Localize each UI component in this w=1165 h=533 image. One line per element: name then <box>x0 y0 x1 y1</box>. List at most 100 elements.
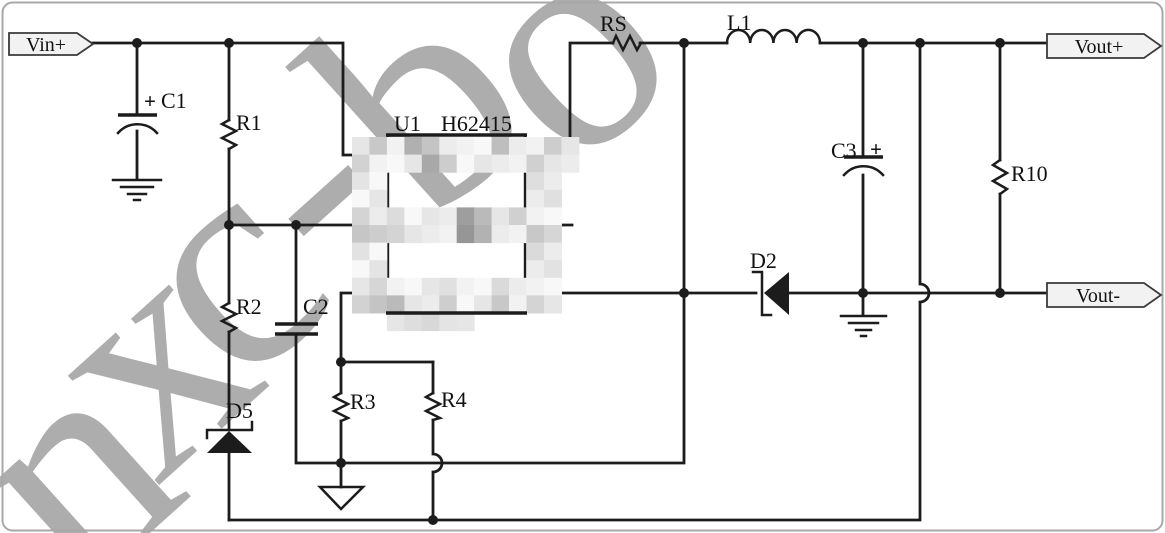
mosaic-cell <box>509 207 527 226</box>
r2-label: R2 <box>236 294 262 319</box>
mosaic-cell <box>544 172 562 191</box>
mosaic-cell <box>421 207 440 226</box>
mosaic-cell <box>474 154 493 173</box>
port-vout-minus: Vout- <box>1046 282 1163 308</box>
mosaic-cell <box>386 225 405 244</box>
mosaic-cell <box>491 295 510 314</box>
mosaic-cell <box>526 295 545 314</box>
mosaic-cell <box>369 154 388 173</box>
mosaic-cell <box>456 137 475 156</box>
vout-plus-tag-label: Vout+ <box>1075 36 1124 58</box>
c2-label: C2 <box>303 294 329 319</box>
mosaic-cell <box>526 242 545 261</box>
mosaic-cell <box>386 207 405 226</box>
mosaic-cell <box>491 277 510 296</box>
junction-dot <box>428 515 438 525</box>
labels: + C1 R1 R2 C2 D5 R3 R4 U1 H62415 RS L1 C… <box>144 10 1048 423</box>
r10-label: R10 <box>1011 161 1048 186</box>
u1-designator: U1 <box>394 111 421 136</box>
mosaic-cell <box>456 277 475 296</box>
mosaic-cell <box>404 225 423 244</box>
mosaic-cell <box>526 189 545 208</box>
mosaic-cell <box>404 313 423 332</box>
mosaic-cell <box>369 172 388 191</box>
r2-zigzag <box>219 301 239 334</box>
wire-c2-gnd-bus <box>294 41 686 465</box>
junction-dot <box>224 38 234 48</box>
mosaic-cell <box>404 154 423 173</box>
junction-dot <box>336 458 346 468</box>
mosaic-cell <box>509 154 527 173</box>
c1-label: C1 <box>161 88 187 113</box>
r10-zigzag <box>990 158 1010 196</box>
component-r3 <box>331 391 351 423</box>
component-r1 <box>219 118 239 151</box>
mosaic-cell <box>509 137 527 156</box>
d5-zener-cathode-bar <box>205 420 254 440</box>
wire-r4-leads-hop <box>431 360 444 522</box>
mosaic-cell <box>352 295 370 314</box>
mosaic-cell <box>386 154 405 173</box>
component-u1 <box>352 133 580 332</box>
d2-anode-triangle <box>764 272 789 315</box>
mosaic-cell <box>544 225 562 244</box>
r4-label: R4 <box>441 387 467 412</box>
c3-curved-plate <box>842 165 885 177</box>
mosaic-cell <box>474 295 493 314</box>
r1-zigzag <box>219 118 239 151</box>
earth-ground-icon <box>839 314 888 338</box>
mosaic-cell <box>474 207 493 226</box>
junction-dot <box>679 288 689 298</box>
junction-dot <box>995 38 1005 48</box>
component-d2 <box>751 270 789 317</box>
mosaic-cell <box>456 154 475 173</box>
component-c1 <box>111 113 163 202</box>
d5-label: D5 <box>226 398 253 423</box>
mosaic-cell <box>491 207 510 226</box>
r1-label: R1 <box>236 110 262 135</box>
mosaic-cell <box>404 207 423 226</box>
mosaic-cell <box>474 225 493 244</box>
mosaic-cell <box>352 277 370 296</box>
mosaic-cell <box>544 277 562 296</box>
port-vin-plus: Vin+ <box>8 32 95 56</box>
mosaic-cell <box>509 277 527 296</box>
mosaic-cell <box>526 207 545 226</box>
mosaic-cell <box>404 137 423 156</box>
d2-zener-cathode-bar <box>751 270 773 317</box>
c1-polarity-mark: + <box>144 89 156 113</box>
vin-plus-tag-label: Vin+ <box>26 34 66 56</box>
junction-dot <box>224 220 234 230</box>
rs-zigzag <box>611 33 643 53</box>
mosaic-cell <box>491 137 510 156</box>
mosaic-cell <box>352 225 370 244</box>
mosaic-cell <box>544 154 562 173</box>
mosaic-cell <box>561 154 580 173</box>
mosaic-cell <box>369 207 388 226</box>
mosaic-cell <box>474 137 493 156</box>
mosaic-cell <box>456 313 475 332</box>
mosaic-cell <box>352 137 370 156</box>
mosaic-cell <box>386 137 405 156</box>
mosaic-cell <box>352 207 370 226</box>
triangle-ground-icon <box>317 485 367 511</box>
mosaic-cell <box>439 225 458 244</box>
mosaic-cell <box>421 313 440 332</box>
c3-label: C3 <box>831 138 857 163</box>
junction-dot <box>858 288 868 298</box>
mosaic-cell <box>421 225 440 244</box>
mosaic-cell <box>526 277 545 296</box>
c3-polarity-mark: + <box>870 137 882 161</box>
mosaic-cell <box>439 277 458 296</box>
mosaic-cell <box>421 137 440 156</box>
mosaic-cell <box>404 277 423 296</box>
mosaic-cell <box>474 277 493 296</box>
component-l1 <box>725 28 822 45</box>
u1-part-number: H62415 <box>441 111 512 136</box>
mosaic-cell <box>352 154 370 173</box>
mosaic-cell <box>386 313 405 332</box>
mosaic-cell <box>421 277 440 296</box>
mosaic-cell <box>544 137 562 156</box>
earth-ground-icon <box>111 178 163 202</box>
mosaic-cell <box>386 277 405 296</box>
